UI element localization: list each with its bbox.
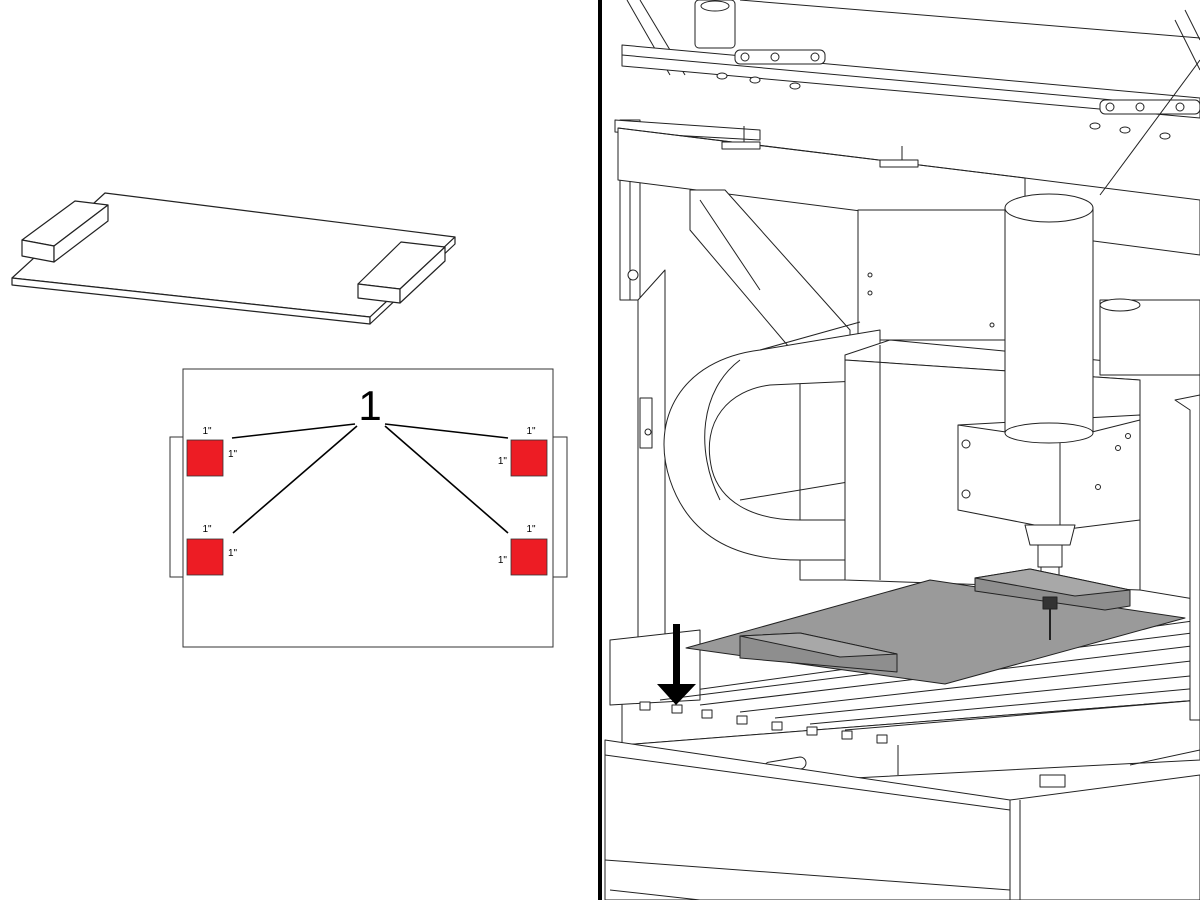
workpiece xyxy=(685,568,1186,685)
lid-frame xyxy=(621,0,1200,140)
pad-bottom-left: 1" 1" xyxy=(186,524,238,576)
leader-line-bottom-left xyxy=(232,425,358,534)
right-clamp-strip xyxy=(552,436,568,578)
pad-height-label: 1" xyxy=(498,555,508,566)
clamp-bar-front-top xyxy=(739,632,898,658)
pad-bottom-right: 1" 1" xyxy=(498,524,548,576)
pad-square xyxy=(510,538,548,576)
leader-line-top-right xyxy=(384,423,509,439)
pad-top-left: 1" 1" xyxy=(186,426,238,477)
pad-width-label: 1" xyxy=(202,426,212,437)
pad-height-label: 1" xyxy=(498,456,508,467)
leader-line-top-left xyxy=(231,423,356,439)
left-panel: 1 1" 1" 1" 1" 1" 1" 1" 1" xyxy=(11,192,568,648)
gantry-posts xyxy=(689,189,1009,581)
plate-isometric xyxy=(11,192,456,325)
plate-top-view: 1 1" 1" 1" 1" 1" 1" 1" 1" xyxy=(169,368,568,648)
pad-width-label: 1" xyxy=(526,524,536,535)
pad-height-label: 1" xyxy=(228,449,238,460)
arrow-down-icon xyxy=(657,624,696,705)
machine-illustration xyxy=(604,0,1200,901)
leader-line-bottom-right xyxy=(384,425,509,534)
pad-width-label: 1" xyxy=(202,524,212,535)
left-clamp-strip xyxy=(169,436,184,578)
plate-outline xyxy=(182,368,554,648)
cable-carrier xyxy=(663,321,881,561)
pad-top-right: 1" 1" xyxy=(498,426,548,477)
leader-lines xyxy=(231,423,509,534)
clamp-bar-back-top xyxy=(974,568,1131,597)
pad-square xyxy=(186,538,224,576)
pad-height-label: 1" xyxy=(228,548,238,559)
pad-square xyxy=(510,439,548,477)
spindle-motor xyxy=(1004,193,1094,444)
base-cabinet xyxy=(604,739,1200,901)
right-block-side xyxy=(399,246,446,304)
callout-number: 1 xyxy=(358,382,381,429)
pad-square xyxy=(186,439,224,477)
collet-nut xyxy=(1042,596,1058,610)
enclosure-right-wall xyxy=(1174,394,1200,721)
pad-width-label: 1" xyxy=(526,426,536,437)
left-block-side xyxy=(53,204,109,263)
